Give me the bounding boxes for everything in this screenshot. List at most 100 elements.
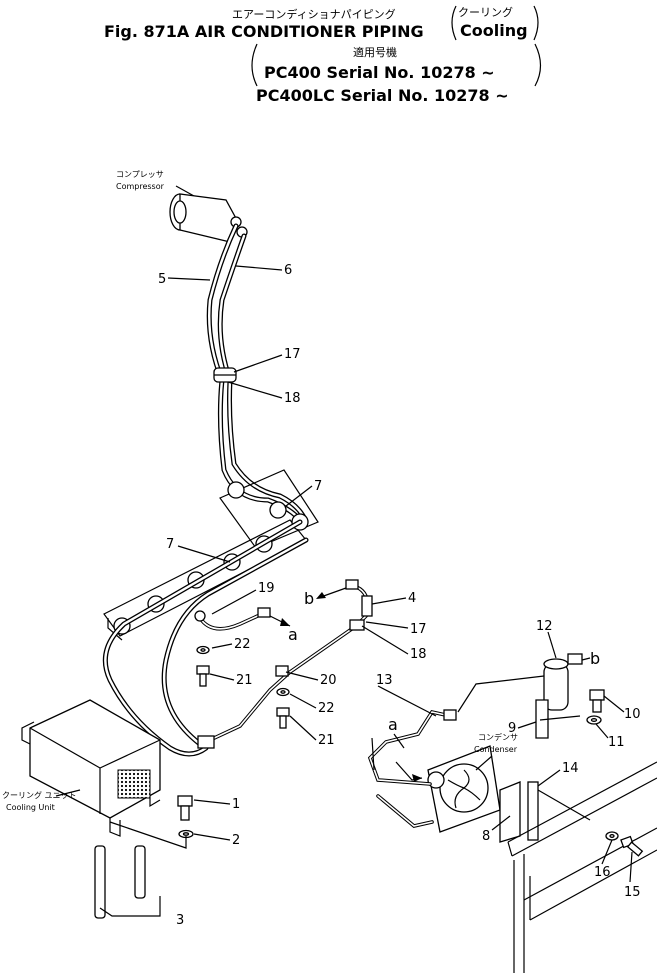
post-3	[134, 845, 146, 899]
callout-13: 13	[376, 673, 393, 688]
callout-1: 1	[232, 797, 240, 812]
cooling-unit-mounting	[94, 795, 194, 919]
receiver-fitting-b	[567, 653, 583, 665]
compressor-hoses	[206, 223, 309, 525]
connection-markers: b a b a	[269, 587, 600, 782]
connection-a-label: a	[288, 625, 298, 644]
compressor: コンプレッサ Compressor	[116, 170, 248, 243]
condenser-label-japanese: コンデンサ	[478, 732, 518, 742]
bracket-9	[535, 699, 549, 739]
callout-4: 4	[408, 591, 416, 606]
callout-8: 8	[482, 829, 490, 844]
connection-b-label-receiver: b	[590, 649, 600, 668]
callout-18-lower: 18	[410, 647, 427, 662]
connection-b-label: b	[304, 589, 314, 608]
clamp	[269, 501, 287, 519]
bracket-8	[499, 781, 591, 843]
cooling-japanese: クーリング	[458, 5, 513, 19]
callout-15: 15	[624, 885, 641, 900]
callout-18: 18	[284, 391, 301, 406]
diagram-header: エアーコンディショナパイピング クーリング Fig. 871A AIR COND…	[104, 5, 542, 105]
callout-20: 20	[320, 673, 337, 688]
callout-7-upper: 7	[314, 479, 322, 494]
hose-4-sleeve	[361, 595, 373, 617]
callout-21-left: 21	[236, 673, 253, 688]
callout-10: 10	[624, 707, 641, 722]
model-line-1: PC400 Serial No. 10278 ~	[264, 63, 495, 82]
cooling-unit-fitting	[197, 735, 215, 749]
hose-4-fitting	[345, 579, 359, 590]
bolt-1-shank	[180, 805, 190, 821]
callout-22-right: 22	[318, 701, 335, 716]
compressor-leader	[175, 185, 195, 197]
cooling-unit-grille	[117, 769, 151, 799]
bracket-left-cooling	[451, 5, 457, 41]
compressor-label-japanese: コンプレッサ	[116, 170, 164, 179]
bracket-8-plate	[499, 781, 521, 843]
pipe-13-fitting	[443, 709, 457, 721]
callout-numbers: 5 6 17 18 7 7 19 4 17 18 22 21 20 22 21 …	[158, 263, 641, 928]
hose-4-joint	[349, 619, 365, 631]
condenser: コンデンサ Condenser	[427, 732, 518, 833]
callout-12: 12	[536, 619, 553, 634]
bracket-right-cooling	[533, 5, 539, 41]
post-3	[94, 845, 106, 919]
bolt-10-head	[589, 689, 605, 701]
receiver-top	[543, 658, 569, 670]
clamp-plate-upper	[219, 469, 319, 549]
hose-19-fitting	[257, 607, 271, 618]
bolt-21-shank	[199, 673, 207, 687]
bolt-21-head	[196, 665, 210, 675]
bolt-21-head	[276, 707, 290, 717]
connection-a-arrow-condenser	[393, 733, 405, 749]
pipe-13	[367, 709, 457, 828]
frame-fasteners	[605, 831, 644, 857]
callout-14: 14	[562, 761, 579, 776]
hose-19	[194, 607, 271, 631]
compressor-label: Compressor	[116, 182, 165, 191]
pipe-20-joint	[275, 665, 289, 677]
hose-19-end	[194, 610, 206, 622]
hose-4-and-pipe-20	[197, 579, 373, 749]
callout-22-left: 22	[234, 637, 251, 652]
callout-2: 2	[232, 833, 240, 848]
bracket-14	[527, 781, 539, 841]
figure-cooling-label: Cooling	[460, 21, 528, 40]
callout-17: 17	[284, 347, 301, 362]
clamp	[227, 481, 245, 499]
callout-7-lower: 7	[166, 537, 174, 552]
callout-5: 5	[158, 272, 166, 287]
applicable-japanese: 適用号機	[353, 45, 397, 59]
figure-title: Fig. 871A AIR CONDITIONER PIPING	[104, 22, 424, 41]
callout-6: 6	[284, 263, 292, 278]
callout-leaders	[167, 265, 633, 883]
receiver-dryer	[457, 653, 605, 739]
callout-16: 16	[594, 865, 611, 880]
connection-a-label-condenser: a	[388, 715, 398, 734]
bolt-10-shank	[592, 699, 602, 713]
bracket-right-model-1	[534, 43, 542, 87]
callout-9: 9	[508, 721, 516, 736]
callout-11: 11	[608, 735, 625, 750]
callout-21-right: 21	[318, 733, 335, 748]
cooling-unit-label: Cooling Unit	[6, 803, 55, 812]
fasteners-left	[196, 645, 290, 729]
cooling-unit: クーリング ユニット Cooling Unit	[2, 699, 161, 837]
callout-19: 19	[258, 581, 275, 596]
bolt-15-shank	[626, 841, 644, 857]
cooling-unit-body	[29, 699, 161, 819]
cooling-unit-label-japanese: クーリング ユニット	[2, 790, 77, 800]
bracket-left-model-1	[251, 43, 258, 87]
bolt-21-shank	[279, 715, 287, 729]
machine-frame	[507, 761, 657, 973]
title-japanese: エアーコンディショナパイピング	[232, 7, 396, 21]
main-hoses	[102, 519, 309, 757]
model-line-2: PC400LC Serial No. 10278 ~	[256, 86, 509, 105]
bolt-1-head	[177, 795, 193, 807]
condenser-label: Condenser	[474, 745, 518, 754]
callout-3: 3	[176, 913, 184, 928]
condenser-inlet	[427, 771, 445, 789]
callout-17-lower: 17	[410, 622, 427, 637]
compressor-pulley	[173, 200, 187, 224]
